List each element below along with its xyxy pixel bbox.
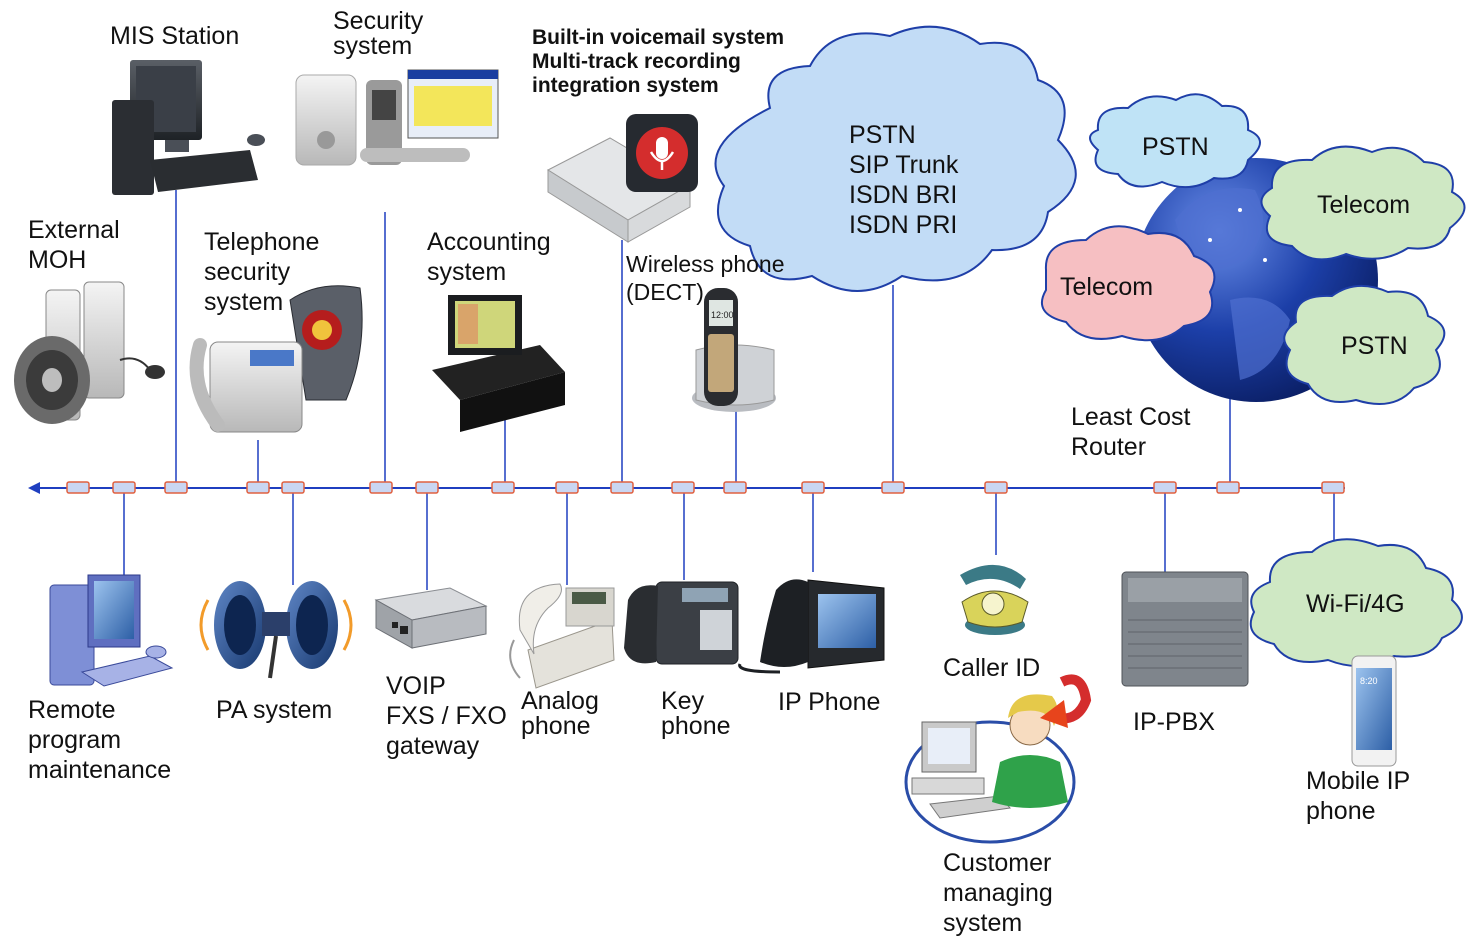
label-ip-phone: IP Phone [778, 688, 881, 716]
connector [1216, 481, 1240, 494]
connector [610, 481, 634, 494]
analog-phone-icon [509, 583, 615, 689]
label-pa-system: PA system [216, 696, 333, 724]
smartphone-icon: 8:20 [1351, 655, 1397, 767]
cloud-pstn-bottom-label: PSTN [1341, 332, 1408, 360]
connector [881, 481, 905, 494]
label-mobile-ip-phone: Mobile IP phone [1306, 767, 1411, 825]
cloud-wifi-label: Wi-Fi/4G [1306, 590, 1405, 618]
connector [1321, 481, 1345, 494]
computer-icon [49, 574, 174, 687]
connector [671, 481, 695, 494]
cloud-pstn-top [1089, 93, 1261, 189]
cloud-telecom-right [1260, 145, 1466, 261]
label-wireless-phone: Wireless phone (DECT) [626, 251, 785, 305]
dect-phone-icon: 12:00 [692, 288, 776, 412]
rotary-phone-icon [960, 564, 1029, 635]
connector [491, 481, 515, 494]
door-lock-icon [295, 69, 499, 166]
connector [369, 481, 393, 494]
operator-icon [904, 674, 1092, 844]
connector [1153, 481, 1177, 494]
bus-connectors [66, 481, 1345, 494]
label-customer-managing: Customer managing system [943, 849, 1053, 937]
speaker-icon [14, 281, 165, 424]
label-least-cost-router: Least Cost Router [1071, 403, 1191, 461]
bus-arrow-icon [28, 482, 40, 494]
connector [246, 481, 270, 494]
pbx-cabinet-icon [1121, 571, 1249, 687]
mobile-screen-time: 8:20 [1360, 676, 1378, 686]
connector [112, 481, 136, 494]
label-key-phone: Key phone [661, 687, 731, 740]
key-phone-icon [624, 581, 739, 665]
cloud-telecom-left [1041, 225, 1216, 342]
cloud-pstn-top-label: PSTN [1142, 133, 1209, 161]
cloud-pstn-bottom [1283, 285, 1446, 405]
cloud-telecom-left-label: Telecom [1060, 273, 1154, 301]
cloud-main-label: PSTN SIP Trunk ISDN BRI ISDN PRI [849, 121, 959, 239]
connector [984, 481, 1008, 494]
label-voip-gateway: VOIP FXS / FXO gateway [386, 672, 507, 760]
label-remote-program: Remote program maintenance [28, 696, 172, 784]
connector [555, 481, 579, 494]
label-accounting: Accounting system [427, 228, 551, 286]
label-voicemail: Built-in voicemail system Multi-track re… [532, 26, 785, 97]
dect-screen-time: 12:00 [711, 310, 734, 320]
cloud-wifi [1249, 538, 1463, 668]
label-mis-station: MIS Station [110, 22, 240, 50]
connector [723, 481, 747, 494]
horn-speaker-icon [199, 581, 353, 679]
ip-phone-icon [738, 579, 885, 674]
label-ip-pbx: IP-PBX [1133, 708, 1215, 736]
label-caller-id: Caller ID [943, 654, 1041, 682]
cloud-telecom-right-label: Telecom [1317, 191, 1411, 219]
label-telephone-security: Telephone security system [204, 228, 320, 316]
connector [66, 481, 90, 494]
microphone-icon [546, 114, 698, 243]
label-analog-phone: Analog phone [521, 687, 599, 740]
main-cloud [714, 25, 1077, 292]
connector [801, 481, 825, 494]
label-security-system: Security system [333, 7, 424, 60]
connector [164, 481, 188, 494]
connector [415, 481, 439, 494]
desktop-computer-icon [112, 60, 265, 195]
drop-lines [123, 190, 1335, 590]
police-shield-icon [189, 285, 363, 433]
label-external-moh: External MOH [28, 216, 120, 274]
pos-terminal-icon [432, 295, 565, 432]
connector [281, 481, 305, 494]
gateway-box-icon [374, 587, 488, 649]
